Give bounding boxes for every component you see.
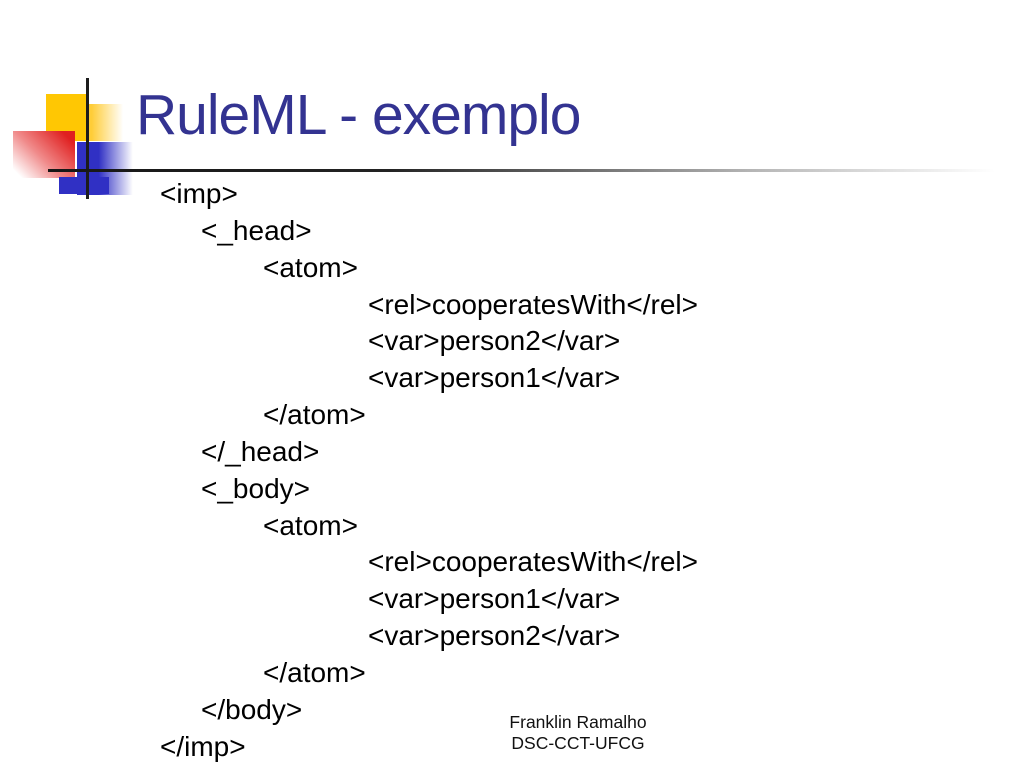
decoration-vertical-line bbox=[86, 78, 89, 199]
code-line: <var>person2</var> bbox=[368, 620, 621, 652]
code-line: <rel>cooperatesWith</rel> bbox=[368, 288, 698, 320]
code-line: </atom> bbox=[263, 399, 366, 431]
code-line: <var>person1</var> bbox=[368, 583, 621, 615]
code-line: </imp> bbox=[160, 730, 246, 762]
code-line: </_head> bbox=[201, 435, 320, 467]
code-line: <var>person2</var> bbox=[368, 325, 621, 357]
code-block: <imp> <_head> <atom> <rel>cooperatesWith</r… bbox=[0, 176, 1024, 766]
slide-title: RuleML - exemplo bbox=[136, 83, 581, 147]
code-line: <_head> bbox=[201, 214, 312, 246]
footer-institution: DSC-CCT-UFCG bbox=[511, 733, 645, 753]
code-line: <var>person1</var> bbox=[368, 362, 621, 394]
code-line: </atom> bbox=[263, 656, 366, 688]
decoration-yellow-fade-square bbox=[88, 104, 125, 141]
code-line: <_body> bbox=[201, 472, 310, 504]
code-line: </body> bbox=[201, 693, 303, 725]
slide-footer: Franklin Ramalho DSC-CCT-UFCG bbox=[418, 712, 738, 754]
title-underline bbox=[48, 169, 1024, 172]
code-line: <imp> bbox=[160, 178, 238, 209]
code-line: <atom> bbox=[263, 509, 358, 541]
footer-author: Franklin Ramalho bbox=[509, 712, 647, 732]
decoration-blue-square bbox=[59, 177, 109, 194]
code-line: <atom> bbox=[263, 251, 358, 283]
code-line: <rel>cooperatesWith</rel> bbox=[368, 546, 698, 578]
